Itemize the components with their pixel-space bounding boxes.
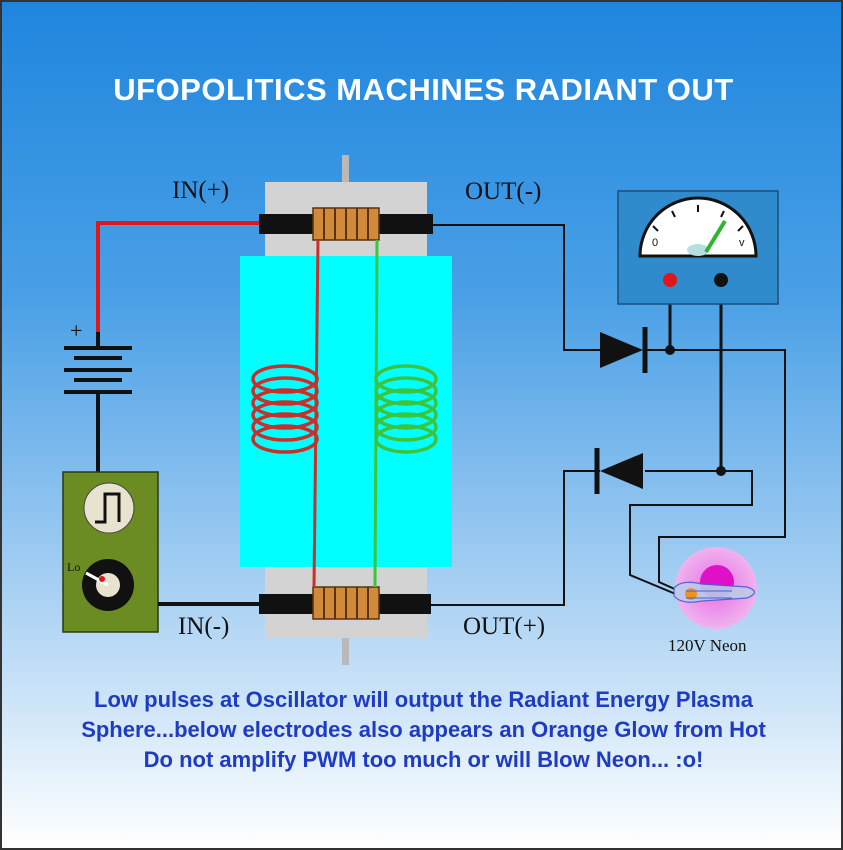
in-plus-label: IN(+) [172,177,230,204]
neon-label: 120V Neon [668,636,747,655]
battery-plus-label: + [70,318,83,343]
meter-needle [704,219,727,254]
out-minus-wire [433,224,600,351]
voltmeter [617,190,779,305]
red-coil [251,364,319,454]
caption-line: Do not amplify PWM too much or will Blow… [143,747,704,772]
bottom-diode [594,448,643,494]
caption-line: Low pulses at Oscillator will output the… [94,687,753,712]
battery-symbol [64,332,132,472]
oscillator-knob[interactable] [82,559,134,611]
out-minus-label: OUT(-) [465,178,542,205]
meter-black-terminal [714,273,728,287]
top-copper-coil [312,207,380,241]
cyan-core [240,256,452,567]
junction-dot [716,466,726,476]
in-minus-label: IN(-) [178,613,230,640]
out-plus-label: OUT(+) [463,613,546,640]
top-diode [600,327,648,373]
positive-input-wire [96,221,259,332]
oscillator-lo-label: Lo [67,560,81,574]
meter-red-terminal [663,273,677,287]
meter-zero-label: 0 [652,237,658,249]
caption: Low pulses at Oscillator will output the… [2,685,841,775]
bottom-copper-coil [312,586,380,620]
neon-bulb [673,547,757,629]
meter-unit-label: v [739,237,745,249]
out-plus-wire [431,470,600,606]
junction-dot [665,345,675,355]
right-side-wiring [629,280,786,596]
caption-line: Sphere...below electrodes also appears a… [81,717,766,742]
page-title: UFOPOLITICS MACHINES RADIANT OUT [113,72,734,107]
green-coil [374,364,438,454]
